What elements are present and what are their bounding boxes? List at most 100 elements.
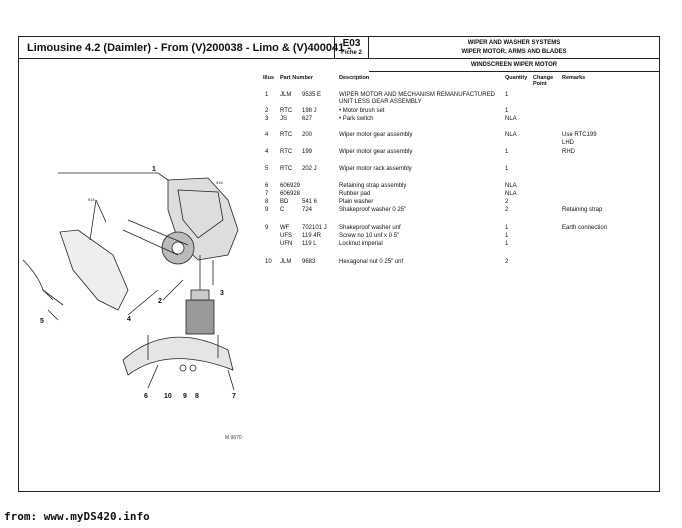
part-description: • Park switch [339, 116, 374, 122]
section-title: WINDSCREEN WIPER MOTOR [369, 59, 659, 72]
part-description: Locknut imperial [339, 241, 383, 247]
col-part-number: Part Number [280, 75, 314, 81]
part-prefix: JS [280, 116, 288, 122]
callout-5: 5 [40, 318, 44, 325]
callout-9: 9 [183, 393, 187, 400]
part-number: 119 L [302, 241, 317, 247]
part-quantity: 2 [505, 199, 509, 205]
part-remarks: LHD [562, 140, 575, 146]
part-illus-number: 8 [265, 199, 269, 205]
part-description: Wiper motor rack assembly [339, 166, 412, 172]
col-description: Description [339, 75, 370, 81]
part-prefix: JLM [280, 259, 292, 265]
part-description: Plain washer [339, 199, 374, 205]
part-illus-number: 3 [265, 116, 269, 122]
part-illus-number: 10 [265, 259, 272, 265]
small-label-915-b: 915 [216, 180, 223, 185]
sheet-title: Limousine 4.2 (Daimler) - From (V)200038… [19, 37, 351, 59]
callout-10: 10 [164, 393, 172, 400]
part-remarks: Retaining strap [562, 207, 603, 213]
part-illus-number: 4 [265, 149, 269, 155]
part-prefix: UFN [280, 241, 293, 247]
part-description: UNIT LESS GEAR ASSEMBLY [339, 99, 422, 105]
part-quantity: 1 [505, 241, 509, 247]
part-number: 202 J [302, 166, 317, 172]
part-number: 199 [302, 149, 313, 155]
part-quantity: NLA [505, 183, 517, 189]
callout-8: 8 [195, 393, 199, 400]
part-description: WIPER MOTOR AND MECHANISM REMANUFACTURED [339, 92, 495, 98]
part-number: 9535 E [302, 92, 322, 98]
part-number: 200 [302, 132, 313, 138]
part-illus-number: 9 [265, 207, 269, 213]
part-quantity: 1 [505, 225, 509, 231]
figure-reference: M 9670 [225, 435, 242, 441]
part-illus-number: 5 [265, 166, 269, 172]
part-illus-number: 1 [265, 92, 269, 98]
fiche-code: E03 [342, 38, 361, 49]
group-heading: WIPER AND WASHER SYSTEMS WIPER MOTOR, AR… [369, 37, 659, 59]
col-quantity: Quantity [505, 75, 528, 81]
part-description: Wiper motor gear assembly [339, 149, 413, 155]
part-quantity: NLA [505, 191, 517, 197]
part-illus-number: 6 [265, 183, 269, 189]
part-quantity: 2 [505, 259, 509, 265]
part-illus-number: 7 [265, 191, 269, 197]
callout-2: 2 [158, 298, 162, 305]
fiche-code-box: E03 Fiche 2 [335, 37, 369, 59]
group-title: WIPER AND WASHER SYSTEMS [467, 40, 561, 46]
part-remarks: Use RTC199 [562, 132, 597, 138]
part-prefix: JLM [280, 92, 292, 98]
part-description: Wiper motor gear assembly [339, 132, 413, 138]
part-number: 9683 [302, 259, 316, 265]
part-prefix: C [280, 207, 285, 213]
part-description: • Motor brush set [339, 108, 385, 114]
part-prefix: RTC [280, 149, 293, 155]
col-illus: Illus [263, 75, 275, 81]
callout-1: 1 [152, 166, 156, 173]
part-illus-number: 2 [265, 108, 269, 114]
part-quantity: NLA [505, 116, 517, 122]
part-number: 541 6 [302, 199, 318, 205]
part-quantity: NLA [505, 132, 517, 138]
part-description: Shakeproof washer unf [339, 225, 401, 231]
part-quantity: 1 [505, 108, 509, 114]
part-number: 198 J [302, 108, 317, 114]
part-prefix: 606929 [280, 183, 301, 189]
part-prefix: RTC [280, 166, 293, 172]
col-change-point: Change Point [533, 75, 554, 87]
subgroup-title: WIPER MOTOR, ARMS AND BLADES [461, 49, 567, 55]
part-number: 119 4R [302, 233, 321, 239]
part-remarks: RHD [562, 149, 575, 155]
parts-sheet: Limousine 4.2 (Daimler) - From (V)200038… [18, 36, 660, 492]
part-description: Rubber pad [339, 191, 371, 197]
part-description: Shakeproof washer 0 25" [339, 207, 407, 213]
part-description: Retaining strap assembly [339, 183, 407, 189]
small-label-915-a: 915 [88, 197, 95, 202]
part-quantity: 1 [505, 233, 509, 239]
part-quantity: 1 [505, 166, 509, 172]
callout-7: 7 [232, 393, 236, 400]
part-number: 724 [302, 207, 313, 213]
part-number: 627 [302, 116, 313, 122]
fiche-number: Fiche 2 [341, 50, 362, 56]
part-prefix: UFS [280, 233, 292, 239]
part-prefix: BD [280, 199, 289, 205]
part-illus-number: 9 [265, 225, 269, 231]
part-description: Hexagonal nut 0 25" unf [339, 259, 404, 265]
part-prefix: RTC [280, 108, 293, 114]
col-remarks: Remarks [562, 75, 586, 81]
callout-6: 6 [144, 393, 148, 400]
exploded-diagram [22, 172, 239, 391]
callout-4: 4 [127, 316, 131, 323]
part-quantity: 1 [505, 149, 509, 155]
part-prefix: WF [280, 225, 290, 231]
part-remarks: Earth connection [562, 225, 608, 231]
callout-3: 3 [220, 290, 224, 297]
part-number: 702101 J [302, 225, 327, 231]
part-quantity: 1 [505, 92, 509, 98]
part-quantity: 2 [505, 207, 509, 213]
part-illus-number: 4 [265, 132, 269, 138]
source-footer: from: www.myDS420.info [4, 510, 150, 523]
part-prefix: RTC [280, 132, 293, 138]
